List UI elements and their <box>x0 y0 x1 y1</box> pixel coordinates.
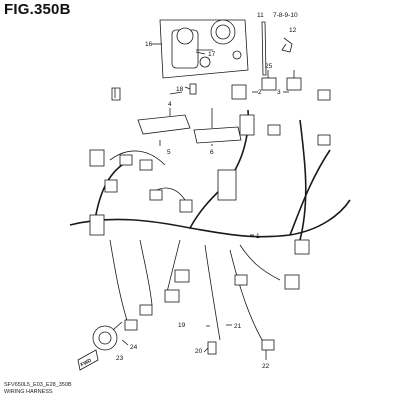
callout-22: 25 <box>265 63 273 70</box>
relay-22 <box>261 77 277 91</box>
callout-2: 2 <box>258 89 262 96</box>
front-marker-label: FWD <box>80 358 93 369</box>
cable-tie-11 <box>261 21 267 76</box>
main-harness <box>69 109 351 346</box>
part-24 <box>111 87 121 101</box>
front-marker <box>77 349 99 371</box>
pad-6 <box>193 126 242 144</box>
connectors <box>89 84 331 351</box>
callout-6: 6 <box>210 149 214 156</box>
figure-caption: WIRING HARNESS <box>4 389 53 395</box>
callout-5: 5 <box>167 149 171 156</box>
clamp-12 <box>281 37 293 53</box>
callout-labels: 16 17 18 4 5 6 1 2 3 7-8-9-10 11 12 25 1… <box>80 12 298 370</box>
callout-16: 19 <box>178 322 186 329</box>
horn <box>92 321 123 351</box>
callout-11: 11 <box>257 12 264 19</box>
callout-7-8-9-10: 7-8-9-10 <box>273 12 298 19</box>
callout-17: 20 <box>195 348 203 355</box>
callout-14: 17 <box>208 51 216 58</box>
figure-title: FIG.350B <box>4 1 71 18</box>
fuse <box>189 83 197 95</box>
callout-13: 16 <box>145 41 153 48</box>
leader-lines <box>114 43 295 360</box>
ignition-switch-assembly <box>159 19 249 79</box>
pad-5 <box>137 114 191 135</box>
sensor-17 <box>207 341 217 355</box>
callout-18: 21 <box>234 323 242 330</box>
relay-23 <box>286 77 302 91</box>
callout-1: 1 <box>256 233 260 240</box>
callout-19: 22 <box>262 363 270 370</box>
callout-3: 3 <box>277 89 281 96</box>
callout-20: 23 <box>116 355 124 362</box>
callout-15: 18 <box>176 86 184 93</box>
callout-12: 12 <box>289 27 297 34</box>
callout-4: 4 <box>168 101 172 108</box>
figure-code: SFV650L5_E03_E28_350B <box>4 382 72 388</box>
callout-21: 24 <box>130 344 138 351</box>
